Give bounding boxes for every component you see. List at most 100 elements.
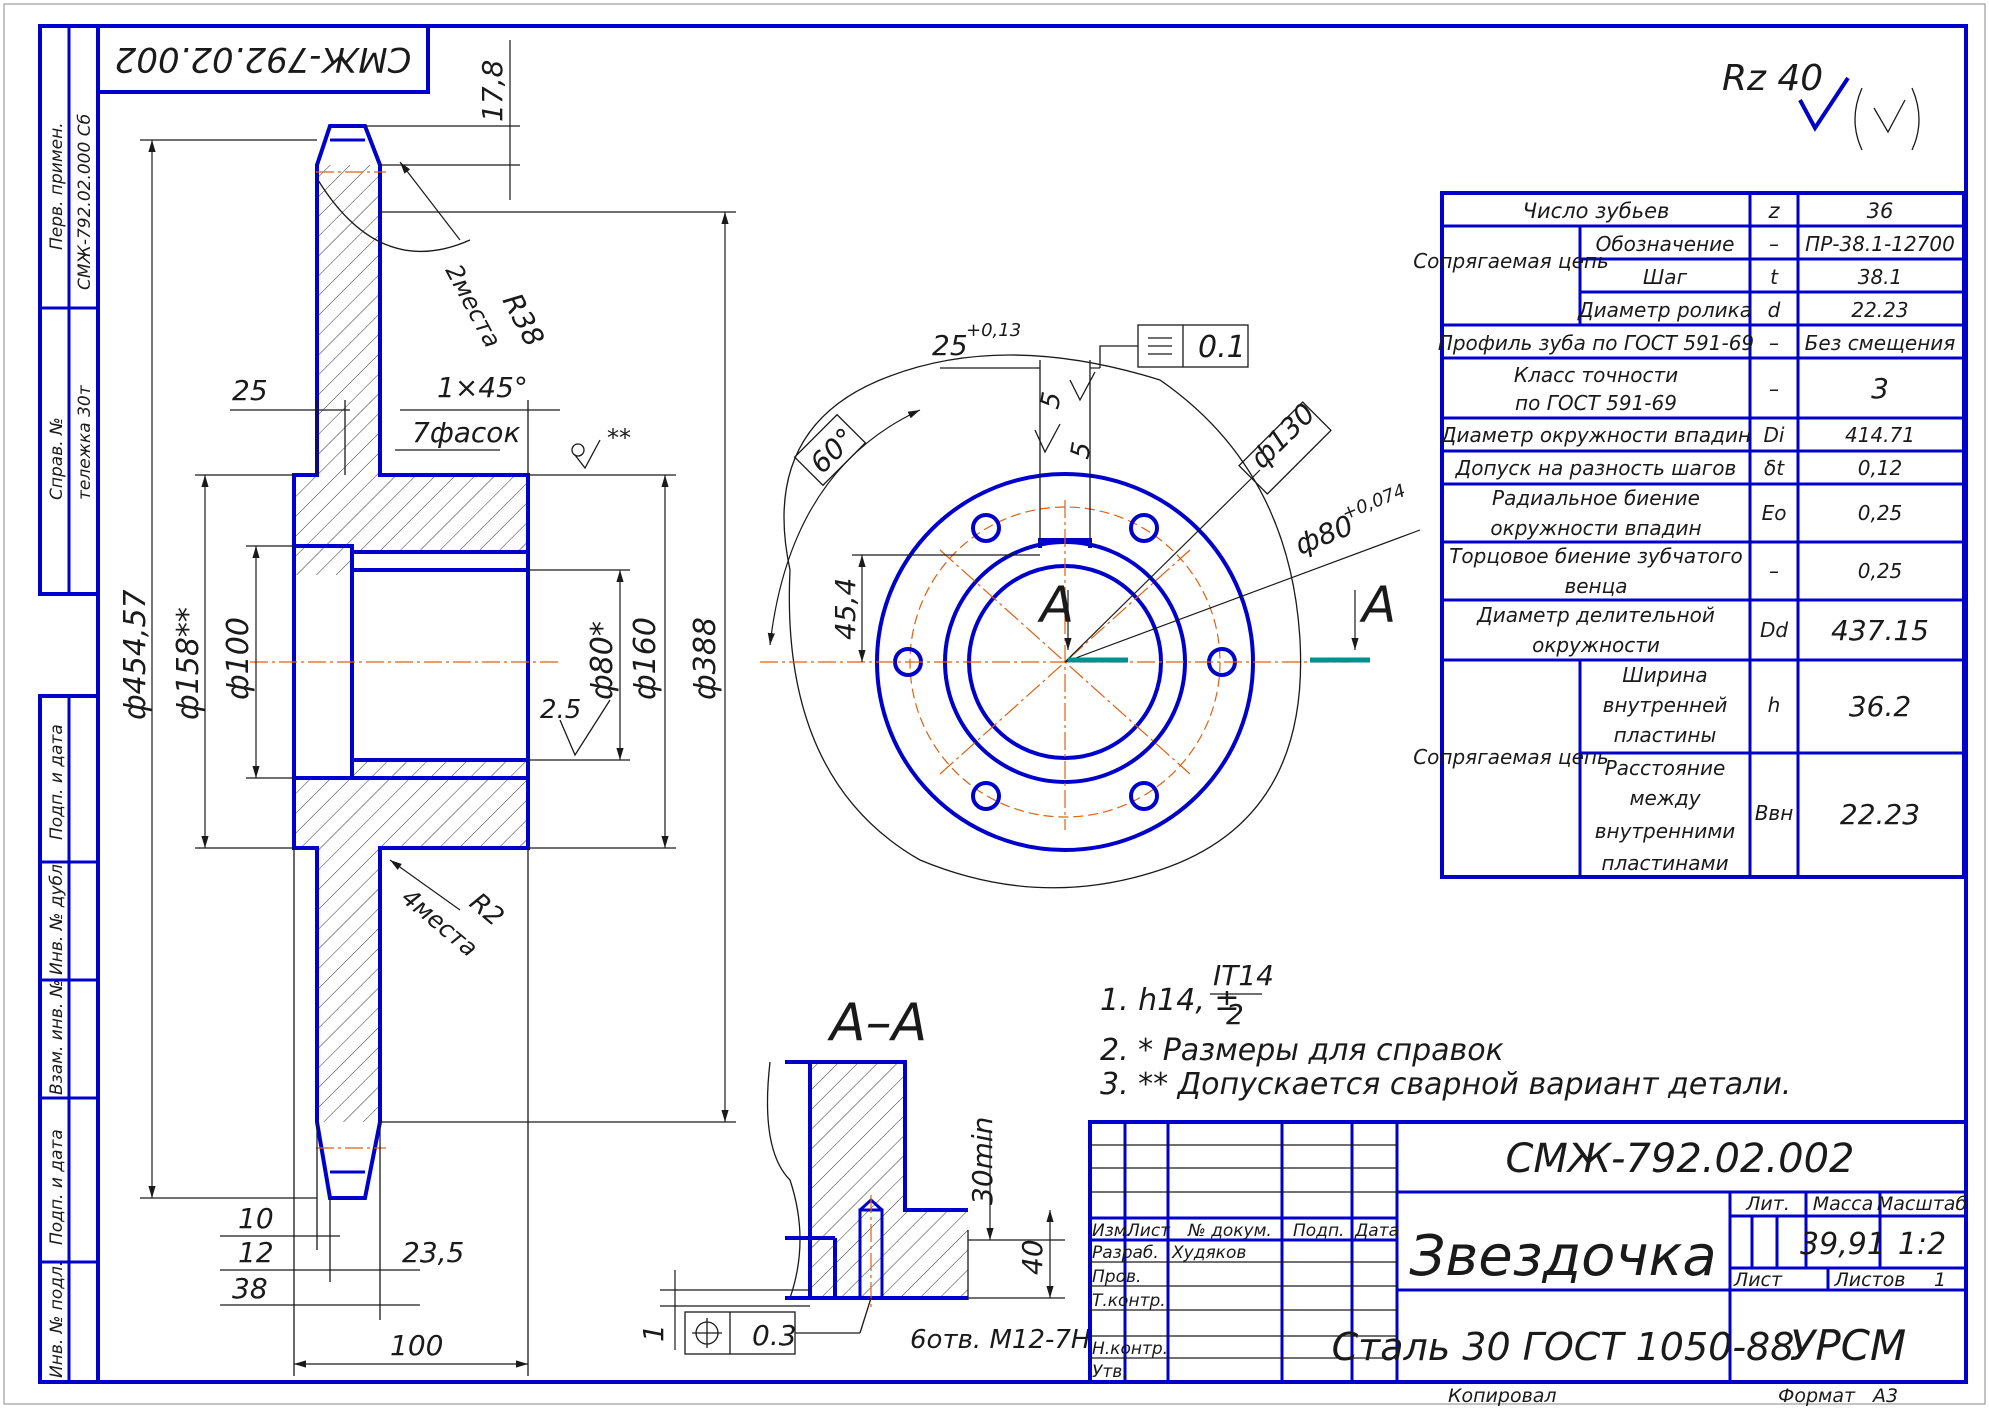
param-sym-9: –	[1769, 559, 1779, 583]
param-name-8b: окружности впадин	[1490, 516, 1701, 540]
dim-40: 40	[1016, 1239, 1049, 1275]
note-1-denominator: 2	[1226, 998, 1244, 1031]
note-3: 3. ** Допускается сварной вариант детали…	[1100, 1067, 1791, 1102]
dim-b10: 10	[238, 1202, 274, 1235]
footer-format-value: А3	[1871, 1385, 1898, 1407]
dim-five-1: 5	[1035, 390, 1067, 412]
param-name-11b: внутренней	[1603, 693, 1728, 717]
rotated-designation-text: СМЖ-792.02.002	[115, 39, 412, 79]
title-sheets-value: 1	[1934, 1269, 1946, 1291]
dim-d80: ф80*	[585, 621, 620, 700]
param-name-1: Обозначение	[1596, 232, 1735, 256]
param-name-9b: венца	[1564, 574, 1627, 598]
param-sym-2: t	[1770, 265, 1779, 289]
title-material: Сталь 30 ГОСТ 1050-88	[1332, 1325, 1795, 1369]
param-name-12b: между	[1629, 786, 1701, 810]
main-section-view: ф454,57 ф158** ф100 ф80* ф160 ф388 17,8 …	[118, 40, 736, 1376]
dim-d454: ф454,57	[118, 589, 153, 720]
title-scale-label: Масштаб	[1877, 1193, 1968, 1215]
note-1-numerator: IT14	[1213, 959, 1274, 992]
sheet-edge	[3, 3, 1986, 1405]
dim-chamfer-note: 7фасок	[412, 416, 520, 449]
param-val-11: 36.2	[1849, 690, 1911, 723]
param-val-0: 36	[1867, 199, 1894, 223]
dim-d100: ф100	[221, 617, 256, 700]
title-part-name: Звездочка	[1409, 1224, 1716, 1289]
param-sym-3: d	[1768, 298, 1781, 322]
title-scale-value: 1:2	[1898, 1227, 1946, 1262]
col-data: Дата	[1354, 1221, 1399, 1241]
param-name-12c: внутренними	[1595, 819, 1736, 843]
param-sym-8: Eo	[1762, 501, 1787, 525]
row-prov: Пров.	[1092, 1267, 1141, 1287]
holes-callout: 6отв. М12-7Н	[910, 1325, 1090, 1355]
rough-25: 2.5	[540, 695, 581, 725]
section-a-a-title: А–А	[827, 993, 927, 1053]
dim-b235: 23,5	[402, 1236, 464, 1269]
param-name-12d: пластинами	[1601, 851, 1728, 875]
row-tkontr: Т.контр.	[1092, 1291, 1166, 1311]
dim-b38: 38	[232, 1272, 268, 1305]
title-designation: СМЖ-792.02.002	[1506, 1136, 1855, 1182]
keyway-dim: 25	[932, 329, 968, 362]
dim-d160: ф160	[628, 617, 663, 700]
rotated-designation: СМЖ-792.02.002	[96, 24, 430, 94]
param-group-chain-1: Сопрягаемая цепь	[1413, 249, 1609, 273]
vzam-inv: Взам. инв. №	[47, 980, 67, 1095]
param-name-5b: по ГОСТ 591-69	[1515, 391, 1677, 415]
section-a-a: А–А 0.3 1 30min 40 6отв. М12-7Н	[637, 993, 1090, 1355]
param-sym-0: z	[1767, 199, 1780, 223]
dim-five-2: 5	[1065, 440, 1097, 462]
dim-one: 1	[637, 1324, 670, 1342]
title-lit-label: Лит.	[1745, 1193, 1790, 1215]
dim-b100: 100	[390, 1329, 443, 1362]
param-name-3: Диаметр ролика	[1577, 298, 1752, 322]
footer-format: Формат	[1778, 1385, 1856, 1407]
col-ndoc: № докум.	[1187, 1221, 1272, 1241]
sign-date-2: Подп. и дата	[47, 1129, 67, 1245]
tech-notes: 1. h14, ± IT14 2 2. * Размеры для справо…	[1100, 959, 1791, 1102]
note-1-prefix: 1. h14, ±	[1100, 983, 1240, 1018]
end-view: 25 +0,13 0.1 60° ф130 ф80 +0,074 45,4 5 …	[760, 320, 1421, 889]
note-2: 2. * Размеры для справок	[1100, 1033, 1504, 1068]
inv-orig: Инв. № подл.	[47, 1261, 67, 1378]
ref-label: Справ. №	[47, 417, 67, 500]
title-org: УРСМ	[1790, 1321, 1906, 1370]
param-sym-5: –	[1769, 377, 1779, 401]
general-roughness: Rz 40	[1722, 58, 1920, 151]
weld-mark: **	[607, 424, 631, 452]
param-val-1: ПР-38.1-12700	[1805, 232, 1955, 256]
dim-r38: R38	[496, 288, 551, 352]
sheet-footer: Копировал Формат А3	[1448, 1385, 1898, 1407]
param-val-8: 0,25	[1858, 501, 1903, 525]
param-sym-7: δt	[1764, 456, 1785, 480]
parameter-table: Число зубьев z 36 Сопрягаемая цепь Обозн…	[1413, 191, 1966, 879]
dim-w25: 25	[232, 374, 268, 407]
param-sym-6: Di	[1764, 423, 1785, 447]
param-sym-4: –	[1769, 331, 1779, 355]
param-name-2: Шаг	[1643, 265, 1688, 289]
first-use-value: СМЖ-792.02.000 Сб	[75, 114, 95, 290]
roughness-label: Rz 40	[1722, 58, 1823, 99]
param-sym-10: Dd	[1760, 618, 1788, 642]
param-val-2: 38.1	[1858, 265, 1903, 289]
param-val-10: 437.15	[1831, 614, 1929, 647]
param-name-11c: пластины	[1614, 723, 1717, 747]
title-block: СМЖ-792.02.002 Звездочка Сталь 30 ГОСТ 1…	[1088, 1120, 1968, 1384]
row-utv: Утв.	[1092, 1362, 1128, 1382]
param-name-4: Профиль зуба по ГОСТ 591-69	[1438, 331, 1754, 355]
param-name-0: Число зубьев	[1523, 199, 1670, 223]
keyway-tol: +0,13	[966, 320, 1021, 341]
col-izm: Изм.	[1092, 1221, 1132, 1241]
param-val-9: 0,25	[1858, 559, 1903, 583]
dim-h178: 17,8	[476, 60, 509, 122]
side-stamp: Перв. примен. СМЖ-792.02.000 Сб Справ. №…	[38, 24, 100, 1384]
sign-date-1: Подп. и дата	[47, 724, 67, 840]
flatness-value: 0.1	[1198, 330, 1246, 365]
param-name-7: Допуск на разность шагов	[1455, 456, 1737, 480]
section-a-right: А	[1359, 576, 1396, 634]
inv-dupl: Инв. № дубл.	[47, 859, 67, 975]
ref-value: тележка 30т	[75, 384, 95, 500]
dim-d80b-tol: +0,074	[1339, 480, 1409, 524]
